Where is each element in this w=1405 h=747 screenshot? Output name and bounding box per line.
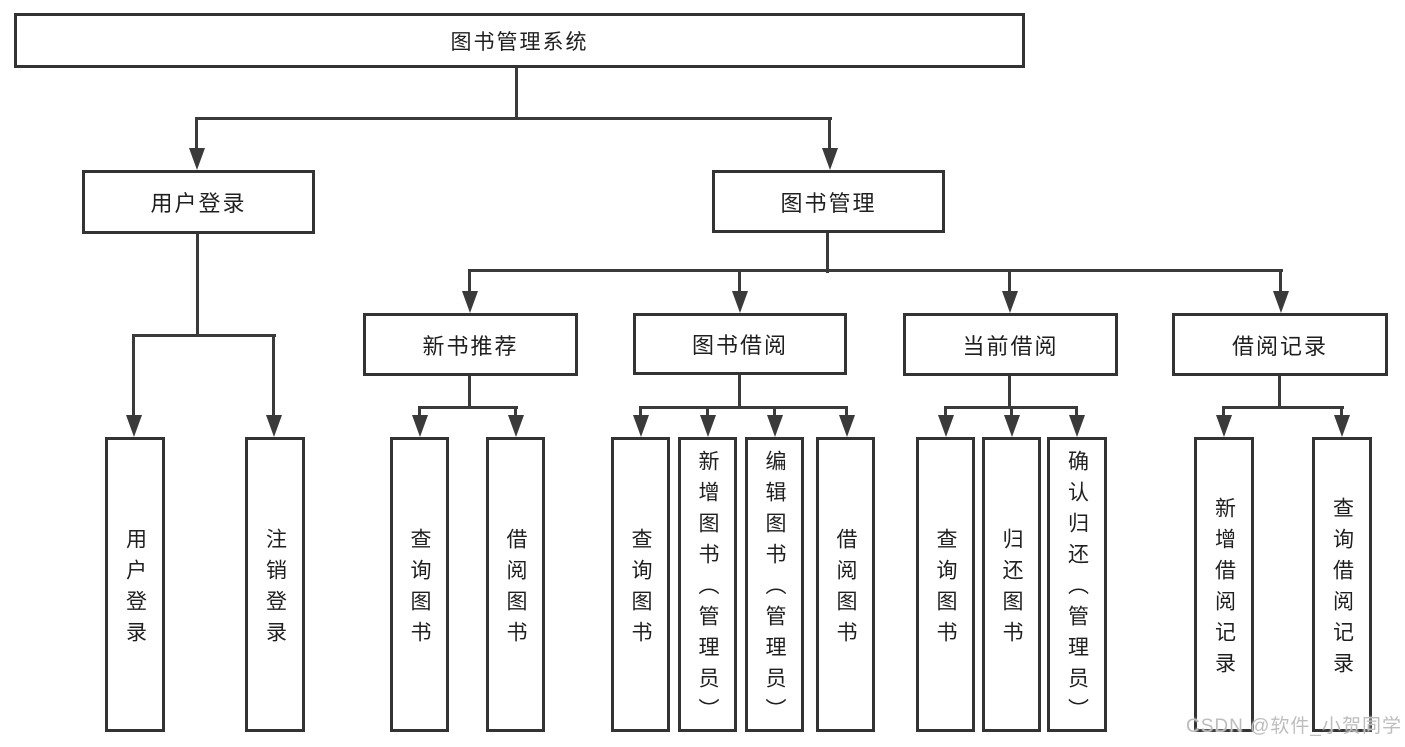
arrow-to-leaf-logout [266,415,282,437]
connector-new-book-stem [468,374,471,409]
connector-leaf-stem [845,406,848,418]
node-label: 图书管理 [780,190,877,216]
leaf-query-borrow-record: 查询借阅记录 [1312,437,1372,732]
connector-leaf-stem [1010,406,1013,418]
connector-to-current-borrow-stem [1008,269,1011,293]
connector-leaf-stem [639,406,642,418]
node-user-login: 用户登录 [82,170,315,234]
arrow-to-leaf-user-login [126,415,142,437]
arrow-to-leaf-query-books-1 [412,415,428,437]
leaf-label: 确认归还（管理员） [1065,450,1089,729]
leaf-logout: 注销登录 [245,437,305,732]
leaf-add-books-admin: 新增图书（管理员） [678,437,737,732]
connector-to-leaf-logout-stem [272,334,275,418]
node-book-borrowing: 图书借阅 [633,313,847,375]
leaf-confirm-return-admin: 确认归还（管理员） [1047,437,1107,732]
connector-to-leaf-user-login-stem [132,334,135,418]
connector-root-rail [195,117,832,120]
arrow-to-leaf-query-books-3 [938,415,954,437]
arrow-to-leaf-edit-books [767,415,783,437]
leaf-query-books-1: 查询图书 [390,437,449,732]
arrow-to-borrow-record [1273,291,1289,313]
leaf-borrow-books-1: 借阅图书 [486,437,545,732]
arrow-to-book-management [822,148,838,170]
arrow-to-leaf-borrow-books-1 [508,415,524,437]
connector-book-borrow-rail [639,406,848,409]
arrow-to-leaf-query-books-2 [633,415,649,437]
arrow-to-leaf-add-books [700,415,716,437]
connector-to-borrow-record-stem [1279,269,1282,293]
node-new-book-recommendation: 新书推荐 [363,313,578,376]
arrow-to-leaf-query-borrow-record [1334,415,1350,437]
node-label: 当前借阅 [962,333,1059,359]
leaf-user-login: 用户登录 [105,437,165,732]
connector-leaf-stem [1222,406,1225,418]
leaf-edit-books-admin: 编辑图书（管理员） [745,437,804,732]
leaf-label: 注销登录 [263,527,287,652]
leaf-label: 查询图书 [408,527,431,652]
leaf-add-borrow-record: 新增借阅记录 [1194,437,1254,732]
node-borrowing-records: 借阅记录 [1172,313,1388,376]
arrow-to-user-login [189,148,205,170]
leaf-query-books-3: 查询图书 [916,437,975,732]
leaf-borrow-books-2: 借阅图书 [816,437,875,732]
node-label: 图书管理系统 [450,30,589,54]
connector-user-login-stem [196,232,199,337]
leaf-label: 查询图书 [934,527,957,652]
connector-leaf-stem [418,406,421,418]
arrow-to-leaf-add-borrow-record [1216,415,1232,437]
connector-to-new-book-stem [468,269,471,293]
connector-current-borrow-stem [1008,374,1011,409]
connector-leaf-stem [944,406,947,418]
arrow-to-current-borrow [1002,291,1018,313]
arrow-to-new-book [462,291,478,313]
connector-leaf-stem [773,406,776,418]
node-label: 用户登录 [150,191,247,216]
leaf-return-books: 归还图书 [982,437,1041,732]
csdn-watermark: CSDN @软件_小贺同学 [1186,716,1402,737]
leaf-label: 新增图书（管理员） [696,450,719,729]
leaf-label: 新增借阅记录 [1212,496,1236,683]
arrow-to-leaf-return-books [1004,415,1020,437]
connector-to-user-login-stem [195,117,198,150]
connector-borrow-record-stem [1278,374,1281,409]
connector-book-borrow-stem [738,373,741,409]
leaf-label: 借阅图书 [504,527,527,652]
connector-borrow-record-rail [1222,406,1344,409]
connector-to-book-borrow-stem [738,269,741,293]
leaf-label: 查询图书 [629,527,652,652]
node-current-borrowing: 当前借阅 [903,313,1118,376]
connector-leaf-stem [706,406,709,418]
leaf-label: 查询借阅记录 [1330,496,1354,683]
arrow-to-leaf-confirm-return [1069,415,1085,437]
connector-leaf-stem [1340,406,1343,418]
connector-user-login-rail [132,334,276,337]
node-label: 新书推荐 [422,333,519,359]
connector-to-book-management-stem [828,117,831,150]
leaf-label: 借阅图书 [834,527,857,652]
arrow-to-book-borrow [732,291,748,313]
leaf-label: 归还图书 [1000,527,1023,652]
connector-leaf-stem [1075,406,1078,418]
connector-root-stem [515,66,518,120]
node-book-management: 图书管理 [712,170,945,233]
connector-new-book-rail [418,406,518,409]
node-library-management-system: 图书管理系统 [14,13,1025,68]
leaf-label: 用户登录 [123,527,147,652]
connector-book-management-stem [826,231,829,273]
leaf-query-books-2: 查询图书 [611,437,670,732]
node-label: 借阅记录 [1231,333,1328,359]
node-label: 图书借阅 [691,333,788,358]
leaf-label: 编辑图书（管理员） [763,450,786,729]
connector-book-management-rail [468,269,1283,272]
connector-leaf-stem [514,406,517,418]
arrow-to-leaf-borrow-books-2 [839,415,855,437]
